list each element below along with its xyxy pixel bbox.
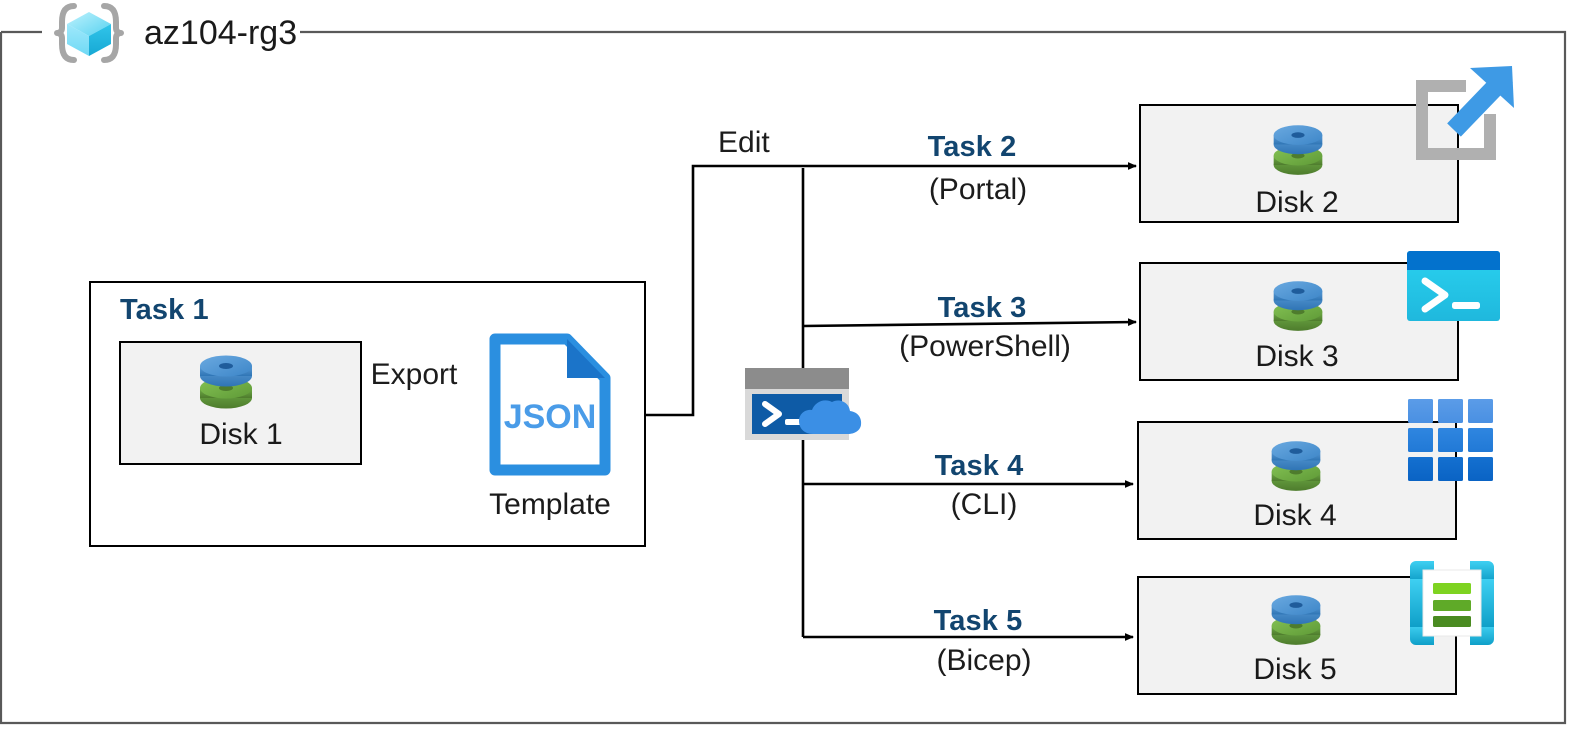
disk2-icon (1266, 122, 1330, 180)
task3-method: (PowerShell) (899, 330, 1071, 363)
export-arrow-label: Export (370, 358, 458, 391)
disk1-label: Disk 1 (199, 418, 283, 451)
task2-method: (Portal) (928, 173, 1028, 206)
disk2-box[interactable] (1139, 104, 1459, 223)
edit-label: Edit (718, 126, 770, 159)
task5-method: (Bicep) (936, 644, 1032, 677)
bicep-icon (1408, 559, 1496, 647)
disk1-icon (192, 352, 260, 414)
resource-group-icon (48, 2, 130, 64)
template-caption: Template (489, 488, 611, 521)
powershell-icon (1406, 250, 1501, 322)
resource-group-border (0, 30, 1567, 725)
disk4-icon (1264, 438, 1328, 496)
disk5-icon (1264, 592, 1328, 650)
disk3-label: Disk 3 (1255, 340, 1339, 373)
disk5-label: Disk 5 (1253, 653, 1337, 686)
azure-portal-icon (1410, 62, 1520, 164)
task4-label: Task 4 (934, 450, 1024, 482)
resource-group-title: az104-rg3 (144, 14, 298, 52)
disk3-icon (1266, 278, 1330, 336)
task5-label: Task 5 (933, 605, 1023, 637)
task3-connector (802, 318, 1137, 328)
disk2-label: Disk 2 (1255, 186, 1339, 219)
disk4-label: Disk 4 (1253, 499, 1337, 532)
task4-method: (CLI) (950, 488, 1018, 521)
edit-connector (646, 162, 1137, 417)
task3-label: Task 3 (937, 292, 1027, 324)
task2-label: Task 2 (927, 131, 1017, 163)
task1-label: Task 1 (120, 294, 209, 326)
json-file-icon: JSON (489, 333, 611, 476)
cloud-shell-icon[interactable] (743, 366, 867, 442)
json-icon-text: JSON (504, 398, 597, 436)
azure-cli-icon (1408, 399, 1494, 481)
